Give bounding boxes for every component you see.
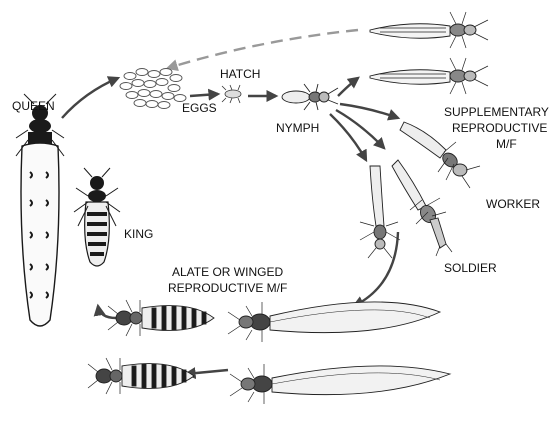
label-nymph: NYMPH [276, 121, 319, 135]
label-alate-line-1: ALATE OR WINGED [172, 265, 283, 279]
supplementary-reproductive-1 [370, 12, 488, 48]
soldier-termite [392, 160, 452, 256]
dealate-termite-2 [88, 358, 194, 394]
dealate-termite-1 [108, 300, 214, 336]
alate-winged-termite-1 [228, 302, 440, 342]
queen-termite [16, 94, 64, 326]
arrow-dealate-to-queen [98, 306, 116, 318]
eggs-cluster [120, 69, 186, 109]
label-supplementary-line-3: M/F [496, 137, 517, 151]
label-supplementary-line-2: REPRODUCTIVE [452, 121, 547, 135]
arrow-alate-to-dealate [186, 370, 228, 374]
nymph-termite [282, 84, 338, 110]
arrow-queen-to-eggs [62, 78, 118, 118]
arrow-nymph-to-supplementary-2 [340, 104, 398, 118]
supplementary-reproductive-2 [370, 58, 488, 94]
label-soldier: SOLDIER [444, 261, 497, 275]
arrow-eggs-to-hatch [190, 94, 218, 96]
hatchling [222, 85, 241, 103]
label-supplementary-line-1: SUPPLEMENTARY [444, 105, 549, 119]
king-termite [74, 168, 120, 266]
label-king: KING [124, 227, 153, 241]
label-eggs: EGGS [182, 101, 217, 115]
label-queen: QUEEN [12, 99, 55, 113]
arrow-nymph-to-older-nymph [330, 114, 366, 160]
alate-winged-termite-2 [230, 364, 450, 404]
label-alate-line-2: REPRODUCTIVE M/F [168, 281, 287, 295]
label-hatch: HATCH [220, 67, 260, 81]
arrow-nymph-to-supplementary-1 [338, 78, 358, 96]
arrow-supplementary-to-eggs [168, 30, 358, 68]
label-worker: WORKER [486, 197, 540, 211]
older-nymph-termite [360, 166, 400, 258]
